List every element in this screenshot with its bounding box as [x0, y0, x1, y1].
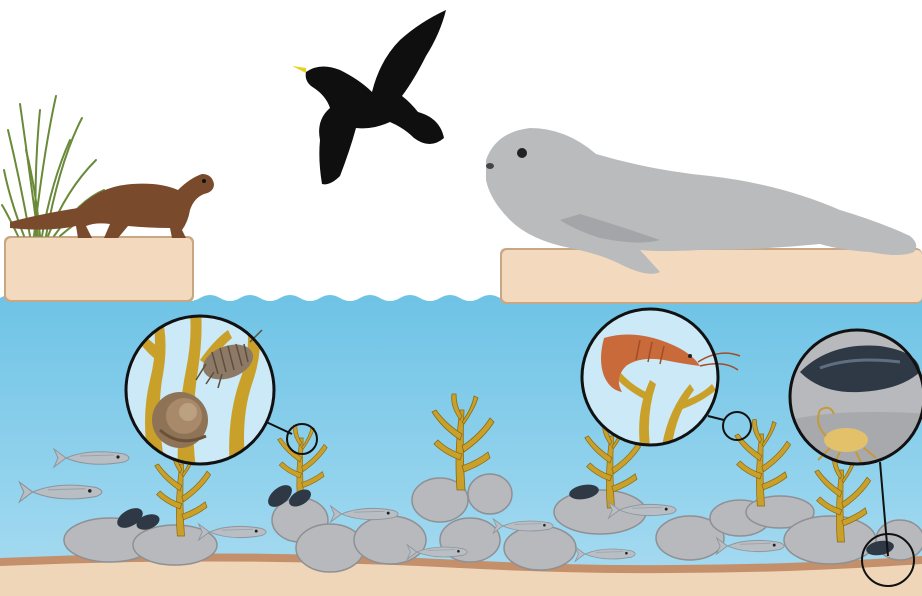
rock-icon [296, 524, 364, 572]
rock-icon [468, 474, 512, 514]
rock-icon [504, 526, 576, 570]
snail-icon [152, 392, 208, 448]
left-shore-ledge [4, 236, 194, 302]
right-shore-ledge [500, 248, 922, 304]
rock-icon [354, 516, 426, 564]
